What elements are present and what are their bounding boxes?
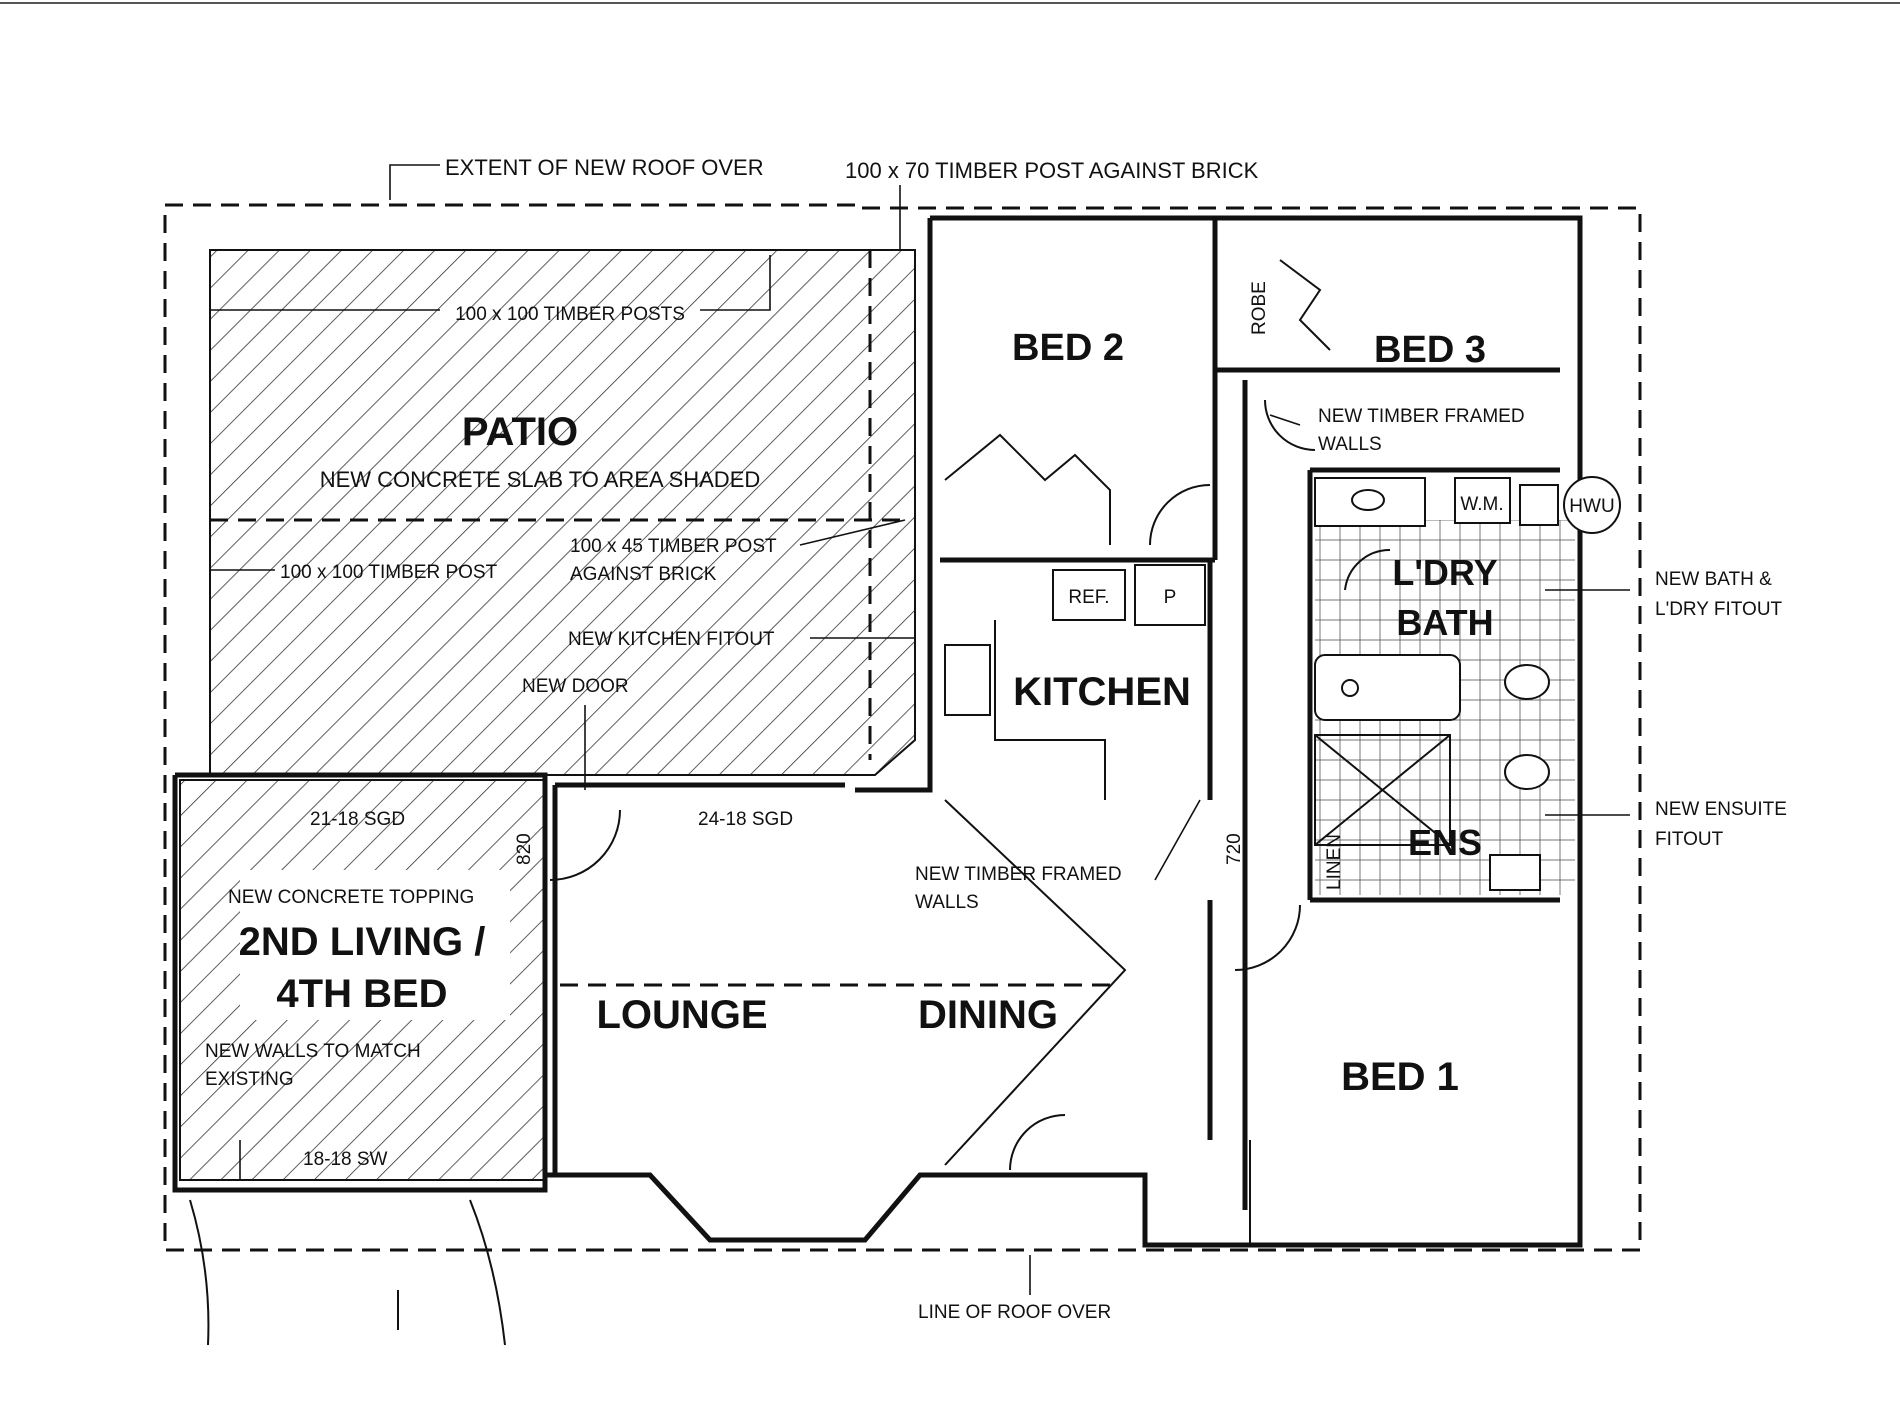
note-timber-posts: 100 x 100 TIMBER POSTS <box>455 304 685 325</box>
note-ensuite-line1: NEW ENSUITE <box>1655 799 1787 820</box>
laundry-label: L'DRY <box>1392 552 1497 593</box>
note-ensuite-line2: FITOUT <box>1655 829 1724 850</box>
shower-cross-2 <box>1314 734 1451 846</box>
linen-label: LINEN <box>1324 834 1345 890</box>
hwu-symbol <box>1563 476 1621 534</box>
ens-toilet <box>1504 754 1550 790</box>
house-outer-wall <box>930 215 1583 1248</box>
note-bath-fitout-line2: L'DRY FITOUT <box>1655 599 1783 620</box>
ref-label: REF. <box>1068 587 1109 608</box>
bathtub <box>1314 654 1461 721</box>
bed1-door <box>1234 904 1301 971</box>
fridge-box <box>1052 569 1126 621</box>
leader-tf-walls-mid <box>1154 799 1201 881</box>
laundry-door <box>1344 548 1391 591</box>
leader-roof-extent <box>389 164 440 200</box>
entry-door <box>1009 1114 1066 1171</box>
leader-posts-right <box>700 255 771 311</box>
washing-machine <box>1454 477 1511 524</box>
note-sw: 18-18 SW <box>303 1149 388 1170</box>
laundry-sink <box>1351 489 1385 511</box>
leader-posts-left <box>209 255 440 311</box>
exterior-curve-left <box>189 1199 210 1346</box>
bed3-label: BED 3 <box>1374 329 1486 371</box>
living-label-line2: 4TH BED <box>276 972 447 1016</box>
laundry-tub <box>1314 477 1426 527</box>
leader-post-45 <box>799 519 906 546</box>
note-kitchen-fitout: NEW KITCHEN FITOUT <box>568 629 775 650</box>
note-walls-match-line1: NEW WALLS TO MATCH <box>205 1041 421 1062</box>
lounge-label: LOUNGE <box>596 993 767 1037</box>
laundry-cabinet <box>1519 484 1559 526</box>
note-timber-post-brick: 100 x 70 TIMBER POST AGAINST BRICK <box>845 158 1259 183</box>
note-tf-walls-mid-line2: WALLS <box>915 892 979 913</box>
note-tf-walls-top-line2: WALLS <box>1318 434 1382 455</box>
note-bath-fitout-line1: NEW BATH & <box>1655 569 1772 590</box>
patio-hatched-area <box>209 249 916 776</box>
patio-label: PATIO <box>462 410 578 454</box>
bed2-label: BED 2 <box>1012 327 1124 369</box>
ens-label: ENS <box>1408 822 1482 863</box>
note-concrete-slab: NEW CONCRETE SLAB TO AREA SHADED <box>320 467 761 492</box>
bay-window-wall <box>545 1172 1080 1243</box>
pantry-label: P <box>1164 587 1177 608</box>
exterior-curve-right <box>469 1199 506 1346</box>
note-post-45-line1: 100 x 45 TIMBER POST <box>570 536 777 557</box>
kitchen-bench <box>994 620 1106 800</box>
note-concrete-topping: NEW CONCRETE TOPPING <box>228 887 474 908</box>
bath-label: BATH <box>1396 602 1493 643</box>
bath-drain <box>1341 679 1359 697</box>
note-tf-walls-mid-line1: NEW TIMBER FRAMED <box>915 864 1122 885</box>
bed3-door <box>1264 399 1316 451</box>
bed1-label: BED 1 <box>1341 1055 1459 1099</box>
note-sgd-right: 24-18 SGD <box>698 809 793 830</box>
leader-tf-walls-top <box>1269 414 1301 426</box>
note-roof-line: LINE OF ROOF OVER <box>918 1302 1111 1323</box>
dim-720: 720 <box>1224 833 1245 865</box>
note-timber-post-single: 100 x 100 TIMBER POST <box>280 562 498 583</box>
ens-vanity <box>1489 854 1541 891</box>
bed2-robe-doors <box>944 433 1111 545</box>
dim-820: 820 <box>514 833 535 865</box>
hwu-label: HWU <box>1569 496 1614 517</box>
wm-label: W.M. <box>1460 494 1503 515</box>
living-outer-wall <box>172 772 548 1193</box>
dining-zone-line <box>944 799 1127 1166</box>
bed2-door <box>1149 484 1211 546</box>
living-label-line1: 2ND LIVING / <box>239 920 486 964</box>
note-new-door: NEW DOOR <box>522 676 629 697</box>
note-sgd-left: 21-18 SGD <box>310 809 405 830</box>
shower <box>1314 734 1451 846</box>
pantry-box <box>1134 564 1206 626</box>
kitchen-label: KITCHEN <box>1013 670 1191 714</box>
kitchen-cooktop <box>944 644 991 716</box>
dining-label: DINING <box>918 993 1058 1037</box>
leader-post-single <box>209 520 275 571</box>
bath-toilet <box>1504 664 1550 700</box>
living-label-backing <box>240 870 510 1020</box>
new-door-swing <box>549 809 621 881</box>
note-walls-match-line2: EXISTING <box>205 1069 294 1090</box>
note-post-45-line2: AGAINST BRICK <box>570 564 717 585</box>
robe-label: ROBE <box>1249 281 1270 335</box>
house-left-wall <box>855 218 933 793</box>
bed3-robe-doors <box>1279 259 1331 351</box>
note-tf-walls-top-line1: NEW TIMBER FRAMED <box>1318 406 1525 427</box>
note-roof-extent: EXTENT OF NEW ROOF OVER <box>445 155 764 180</box>
